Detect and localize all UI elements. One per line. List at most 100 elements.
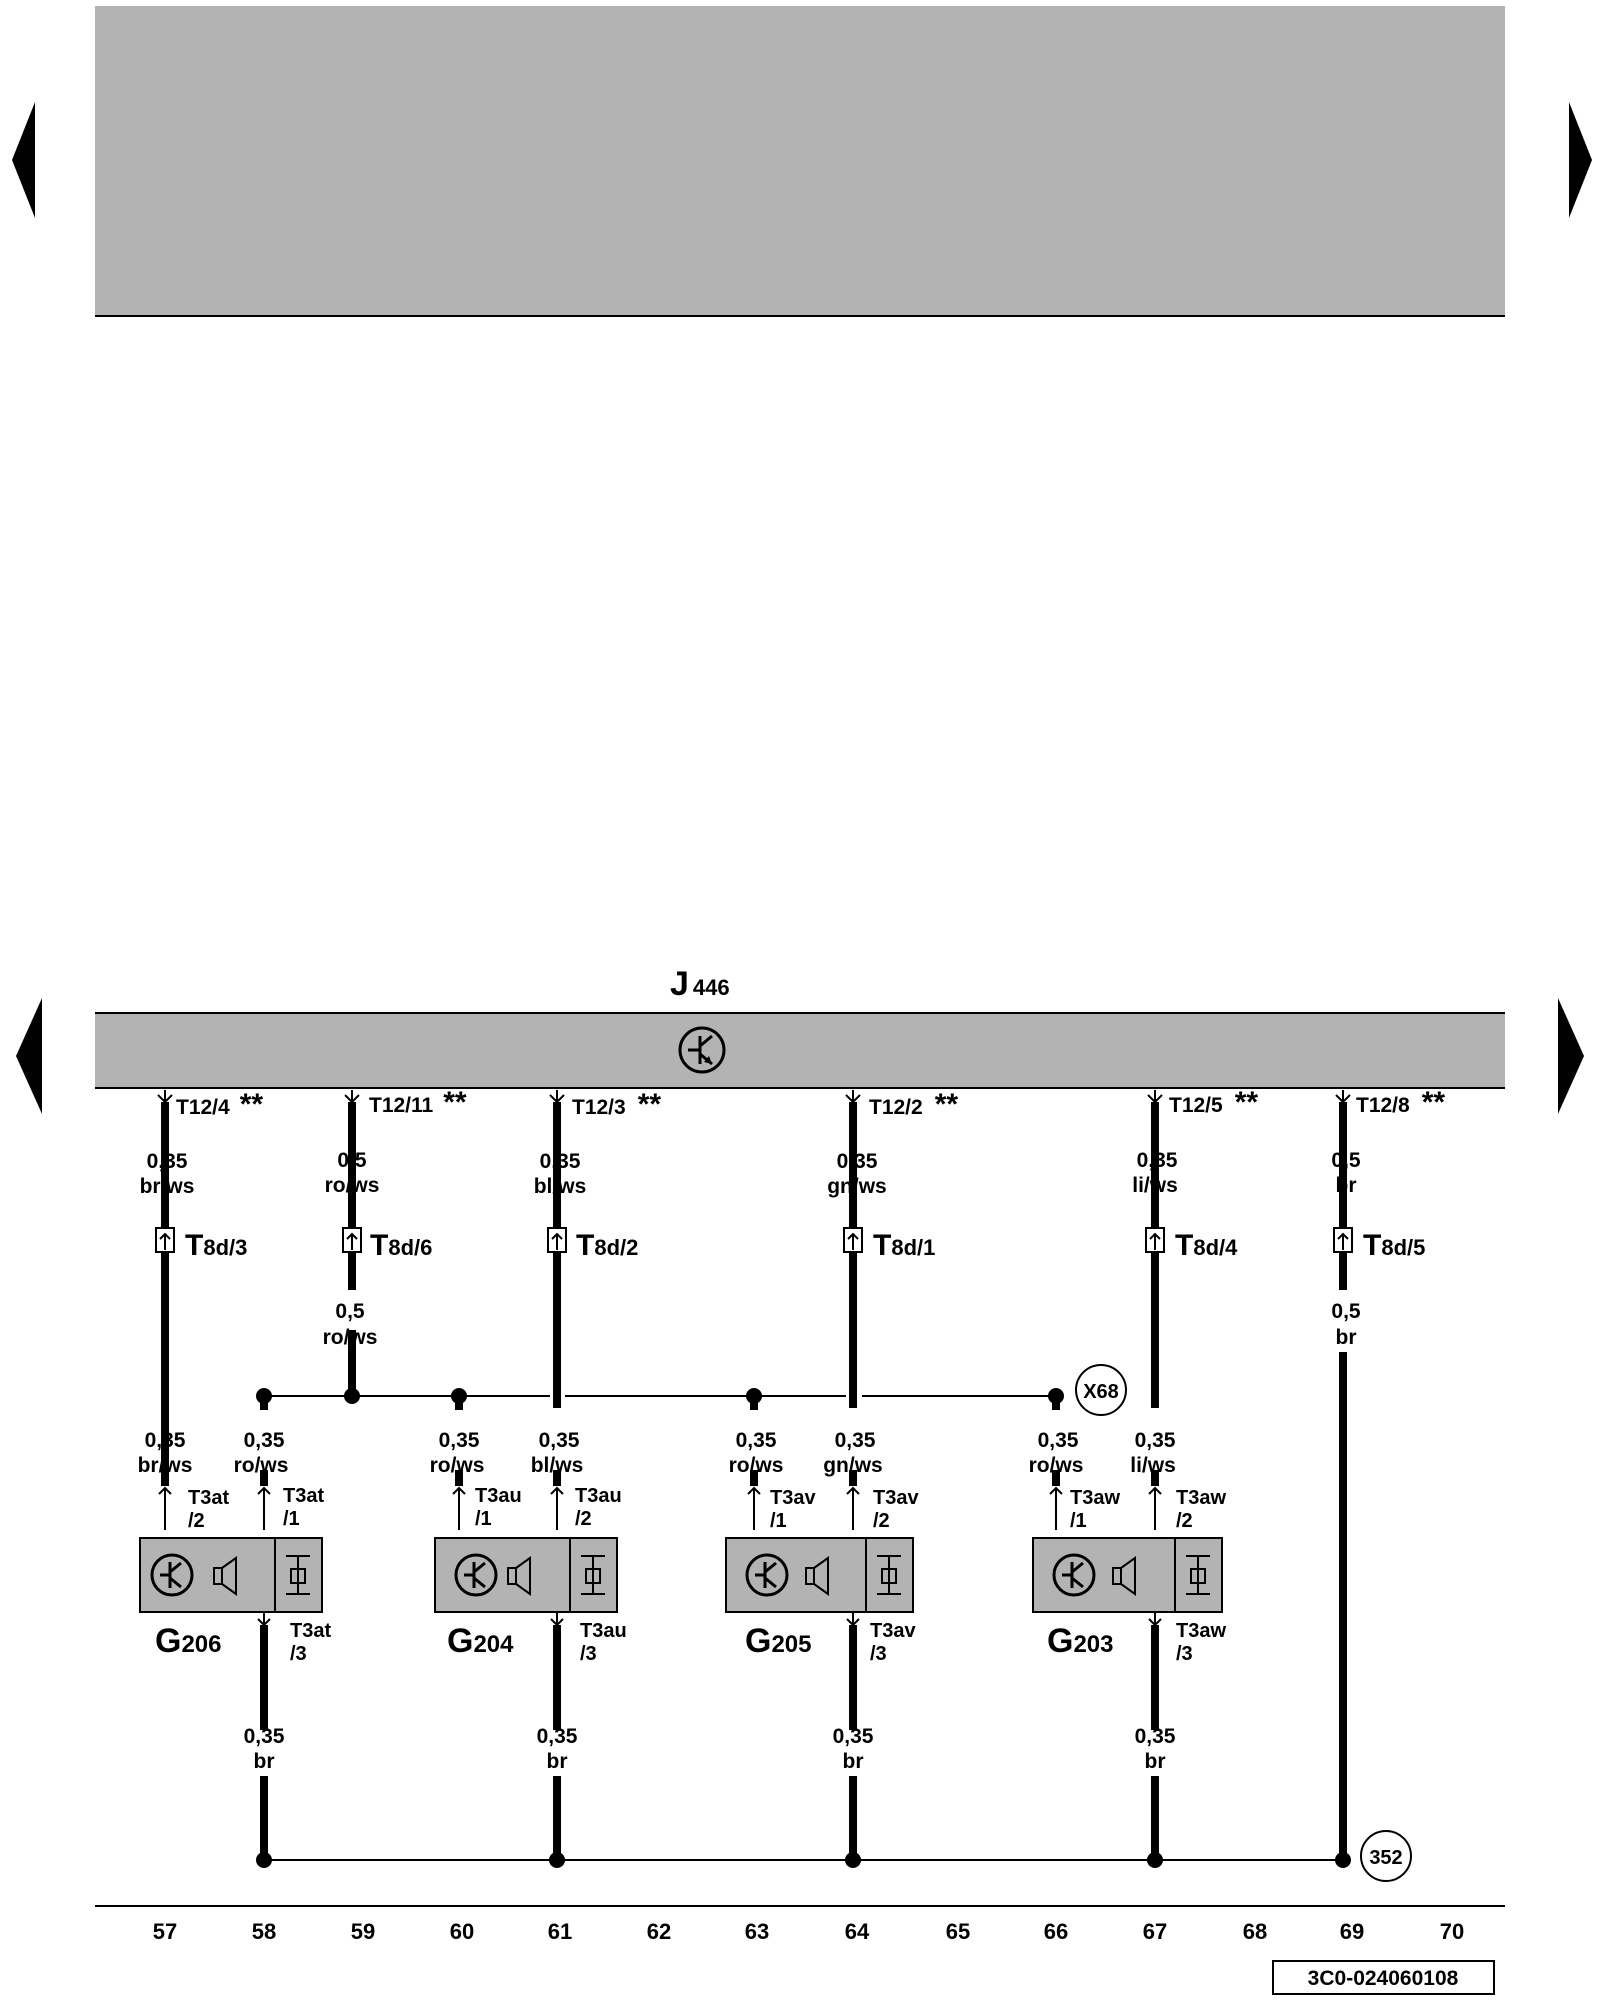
svg-text:T3aw: T3aw xyxy=(1176,1487,1226,1509)
pin-arrows xyxy=(157,1090,1351,1104)
sensor-icon xyxy=(678,1026,726,1074)
svg-text:li/ws: li/ws xyxy=(1130,1454,1176,1477)
next-page-arrow-top[interactable] xyxy=(1569,102,1592,218)
svg-text:/2: /2 xyxy=(575,1508,592,1530)
svg-text:0,35: 0,35 xyxy=(244,1725,285,1748)
sensor-g203: 0,35 ro/ws 0,35 li/ws T3aw /1 T3aw /2 xyxy=(1029,1429,1227,1773)
svg-text:ro/ws: ro/ws xyxy=(1029,1454,1084,1477)
svg-text:T3au: T3au xyxy=(575,1485,622,1507)
vibration-element-icon xyxy=(877,1555,901,1595)
track-number: 59 xyxy=(351,1919,375,1944)
svg-text:br: br xyxy=(254,1750,275,1773)
track-number: 61 xyxy=(548,1919,572,1944)
svg-text:T3at: T3at xyxy=(283,1485,324,1507)
svg-text:gn/ws: gn/ws xyxy=(827,1175,887,1198)
svg-text:3C0-024060108: 3C0-024060108 xyxy=(1308,1967,1459,1990)
track-number: 58 xyxy=(252,1919,276,1944)
vibration-element-icon xyxy=(1186,1555,1210,1595)
svg-text:G206: G206 xyxy=(155,1622,222,1660)
svg-text:/3: /3 xyxy=(1176,1643,1193,1665)
svg-text:br: br xyxy=(1336,1326,1357,1349)
connection-c57: T12/4** 0,35 br/ws T8d/3 xyxy=(140,1088,264,1262)
svg-text:T3at: T3at xyxy=(188,1487,229,1509)
svg-text:br: br xyxy=(1336,1174,1357,1197)
svg-text:/1: /1 xyxy=(1070,1510,1087,1532)
svg-text:/3: /3 xyxy=(870,1643,887,1665)
track-numbers: 57 58 59 60 61 62 63 64 65 66 67 68 69 7… xyxy=(153,1919,1464,1944)
svg-text:0,35: 0,35 xyxy=(244,1429,285,1452)
svg-text:0,35: 0,35 xyxy=(540,1150,581,1173)
svg-text:/1: /1 xyxy=(770,1510,787,1532)
svg-text:0,35: 0,35 xyxy=(1135,1429,1176,1452)
svg-text:0,5: 0,5 xyxy=(337,1149,367,1172)
prev-page-arrow-bottom[interactable] xyxy=(16,998,42,1114)
svg-text:/1: /1 xyxy=(475,1508,492,1530)
svg-text:T12/5**: T12/5** xyxy=(1169,1086,1258,1119)
svg-text:ro/ws: ro/ws xyxy=(234,1454,289,1477)
svg-text:gn/ws: gn/ws xyxy=(823,1454,883,1477)
track-number: 63 xyxy=(745,1919,769,1944)
track-number: 67 xyxy=(1143,1919,1167,1944)
svg-text:G203: G203 xyxy=(1047,1622,1114,1660)
svg-text:T8d/5: T8d/5 xyxy=(1363,1229,1425,1262)
ground-junctions xyxy=(256,1852,1351,1868)
svg-text:T12/2**: T12/2** xyxy=(869,1088,958,1121)
svg-text:ro/ws: ro/ws xyxy=(323,1326,378,1349)
top-grey-panel xyxy=(95,6,1505,316)
svg-text:T3au: T3au xyxy=(580,1620,627,1642)
svg-text:/2: /2 xyxy=(873,1510,890,1532)
connection-c61: T12/3** 0,35 bl/ws T8d/2 xyxy=(534,1088,662,1262)
svg-text:T3av: T3av xyxy=(870,1620,916,1642)
track-number: 60 xyxy=(450,1919,474,1944)
svg-text:0,35: 0,35 xyxy=(1135,1725,1176,1748)
svg-text:T3aw: T3aw xyxy=(1070,1487,1120,1509)
svg-text:T12/3**: T12/3** xyxy=(572,1088,661,1121)
track-number: 65 xyxy=(946,1919,970,1944)
svg-text:bl/ws: bl/ws xyxy=(531,1454,584,1477)
track-number: 64 xyxy=(845,1919,870,1944)
svg-text:0,35: 0,35 xyxy=(145,1429,186,1452)
svg-text:T8d/3: T8d/3 xyxy=(185,1229,247,1262)
svg-text:br: br xyxy=(1145,1750,1166,1773)
track-number: 70 xyxy=(1440,1919,1464,1944)
svg-text:0,35: 0,35 xyxy=(1038,1429,1079,1452)
svg-text:0,35: 0,35 xyxy=(439,1429,480,1452)
t8d-connector-symbols xyxy=(155,1227,1353,1253)
connection-c69: T12/8** 0,5 br T8d/5 0,5 br xyxy=(1331,1086,1445,1349)
svg-text:0,5: 0,5 xyxy=(1331,1300,1361,1323)
speaker-icon xyxy=(507,1556,531,1596)
vibration-element-icon xyxy=(581,1555,605,1595)
connection-c67: T12/5** 0,35 li/ws T8d/4 xyxy=(1132,1086,1258,1262)
sensor-g205: 0,35 ro/ws 0,35 gn/ws T3av /1 T3av /2 xyxy=(725,1429,919,1773)
sensor-g204: 0,35 ro/ws 0,35 bl/ws T3au /1 T3au /2 xyxy=(430,1429,627,1773)
sensor-g206: 0,35 br/ws 0,35 ro/ws T3at /2 T3at /1 xyxy=(138,1429,332,1773)
svg-text:0,35: 0,35 xyxy=(1137,1149,1178,1172)
ground-point-352: 352 xyxy=(1360,1830,1412,1882)
svg-text:X68: X68 xyxy=(1083,1381,1119,1403)
prev-page-arrow-top[interactable] xyxy=(12,102,35,218)
svg-text:T3at: T3at xyxy=(290,1620,331,1642)
svg-text:352: 352 xyxy=(1369,1847,1402,1869)
svg-text:0,35: 0,35 xyxy=(147,1150,188,1173)
svg-text:0,35: 0,35 xyxy=(736,1429,777,1452)
svg-text:br/ws: br/ws xyxy=(138,1454,193,1477)
svg-text:T8d/4: T8d/4 xyxy=(1175,1229,1238,1262)
next-page-arrow-bottom[interactable] xyxy=(1558,998,1584,1114)
svg-text:T8d/2: T8d/2 xyxy=(576,1229,638,1262)
track-number: 66 xyxy=(1044,1919,1068,1944)
svg-text:T3av: T3av xyxy=(770,1487,816,1509)
svg-text:0,35: 0,35 xyxy=(837,1150,878,1173)
speaker-icon xyxy=(213,1556,237,1596)
svg-text:0,5: 0,5 xyxy=(335,1300,365,1323)
svg-text:T3av: T3av xyxy=(873,1487,919,1509)
svg-text:ro/ws: ro/ws xyxy=(729,1454,784,1477)
svg-text:0,35: 0,35 xyxy=(539,1429,580,1452)
svg-text:G205: G205 xyxy=(745,1622,812,1660)
svg-text:T8d/6: T8d/6 xyxy=(370,1229,432,1262)
drawing-number-box: 3C0-024060108 xyxy=(1272,1960,1495,1995)
svg-text:/2: /2 xyxy=(188,1510,205,1532)
svg-text:0,35: 0,35 xyxy=(537,1725,578,1748)
x68-marker: X68 xyxy=(1075,1364,1127,1416)
svg-text:/3: /3 xyxy=(290,1643,307,1665)
